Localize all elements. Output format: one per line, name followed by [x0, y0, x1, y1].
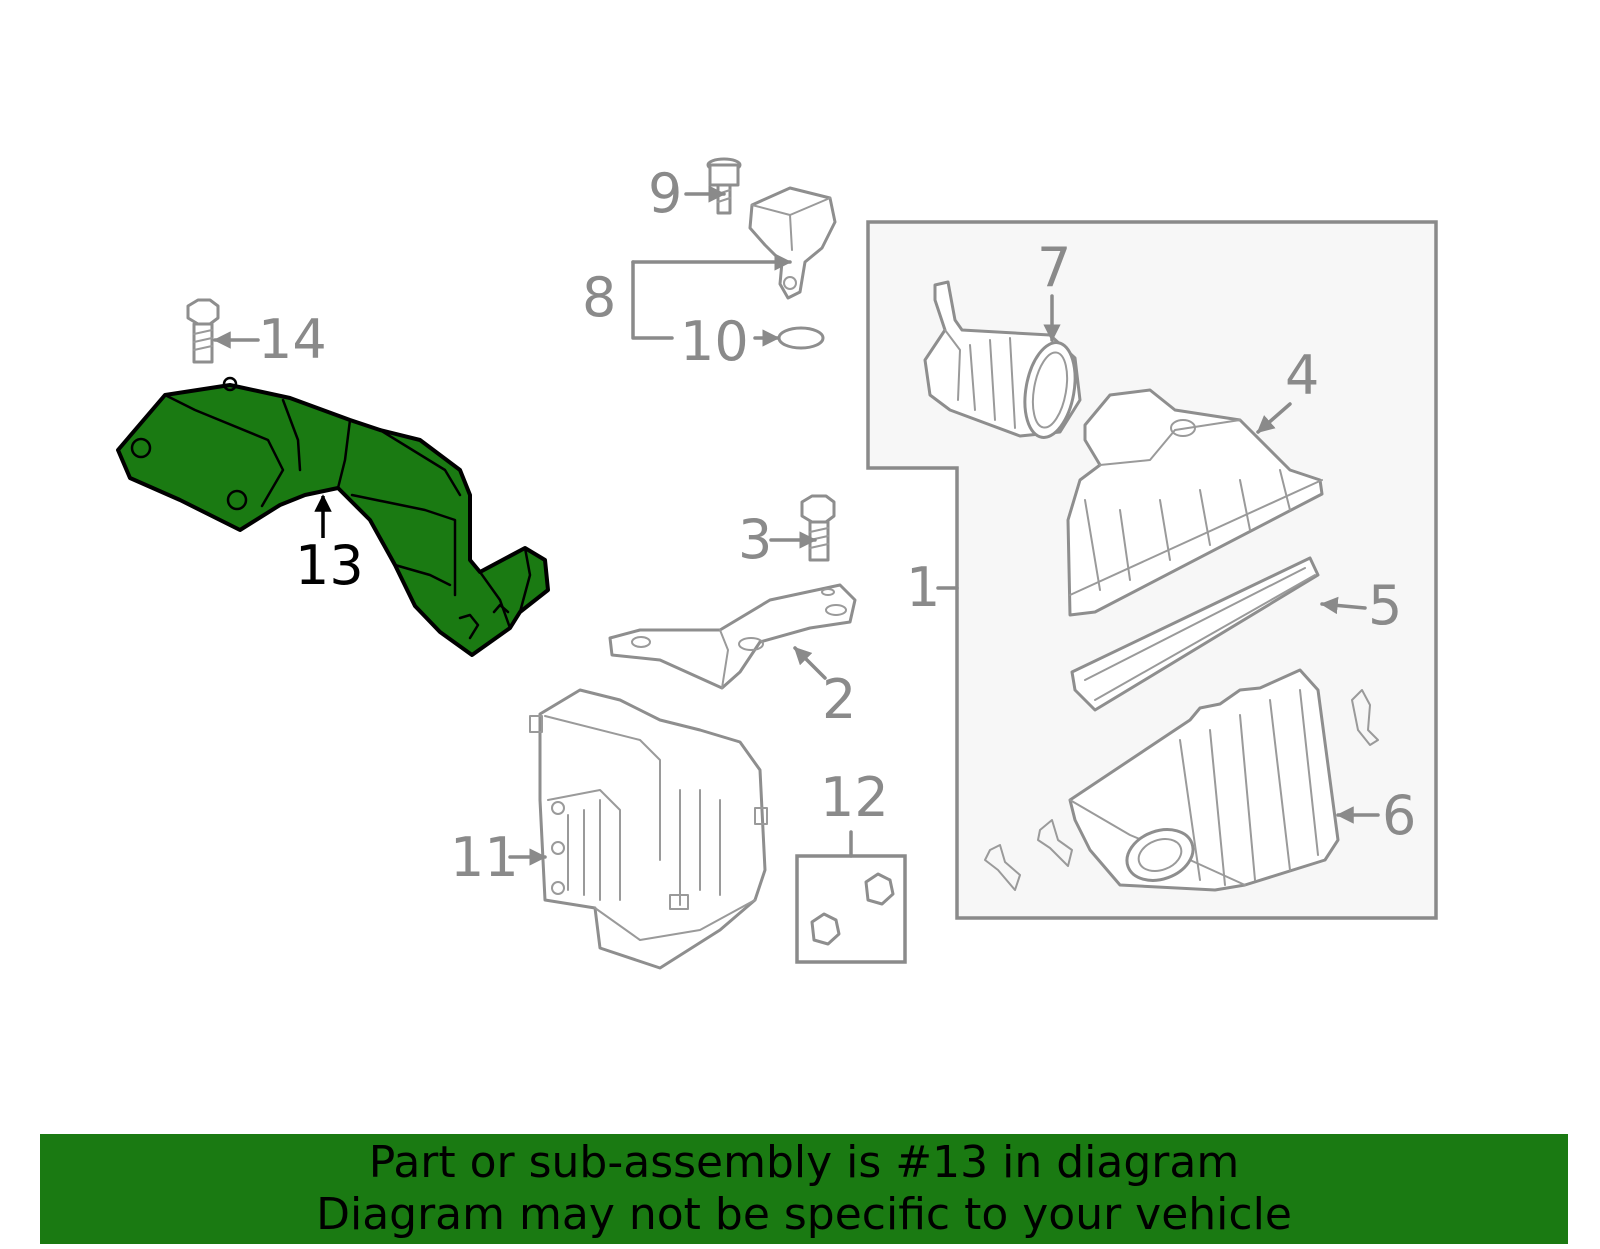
part-7-hose[interactable]	[923, 280, 1082, 441]
part-4-upper-housing[interactable]	[1066, 388, 1324, 617]
banner-line-1: Part or sub-assembly is #13 in diagram	[368, 1137, 1240, 1188]
callout-2: 2	[822, 668, 856, 731]
part-10-o-ring[interactable]	[777, 326, 825, 350]
part-14-bolt[interactable]	[186, 298, 220, 364]
part-13-intake-duct[interactable]	[116, 376, 550, 657]
info-banner: Part or sub-assembly is #13 in diagram D…	[40, 1134, 1568, 1244]
callout-9: 9	[648, 162, 682, 225]
part-3-bolt[interactable]	[800, 494, 836, 562]
callout-10: 10	[680, 310, 749, 373]
callout-12: 12	[820, 766, 889, 829]
callout-11: 11	[450, 826, 519, 889]
leader-lines	[213, 185, 1380, 866]
banner-line-2: Diagram may not be specific to your vehi…	[316, 1189, 1292, 1240]
part-6-lower-housing[interactable]	[984, 668, 1379, 892]
callout-6: 6	[1382, 784, 1416, 847]
part-11-resonator[interactable]	[529, 688, 768, 970]
callout-5: 5	[1368, 574, 1402, 637]
part-5-filter[interactable]	[1070, 556, 1320, 712]
part-2-bracket[interactable]	[608, 583, 857, 690]
callout-3: 3	[738, 508, 772, 571]
callout-14: 14	[258, 308, 327, 371]
callout-8: 8	[582, 266, 616, 329]
callout-1: 1	[906, 556, 940, 619]
callout-13: 13	[295, 534, 364, 597]
part-8-sensor[interactable]	[748, 186, 837, 300]
callout-4: 4	[1285, 344, 1319, 407]
callout-7: 7	[1037, 236, 1071, 299]
part-9-bolt[interactable]	[706, 157, 742, 215]
part-12-bolt-kit[interactable]	[795, 854, 907, 964]
